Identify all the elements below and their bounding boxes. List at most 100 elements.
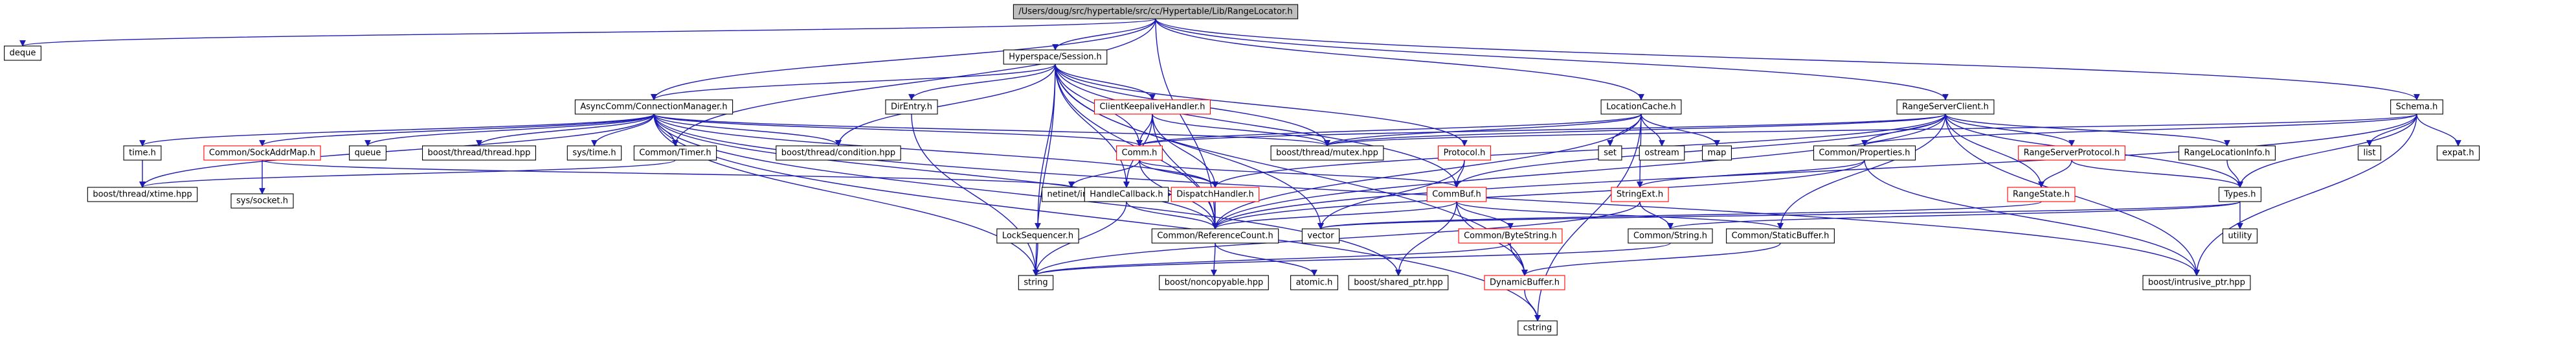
node-list[interactable]: list xyxy=(2357,145,2382,161)
node-box-vector xyxy=(1301,228,1340,244)
node-box-atomic xyxy=(1290,275,1338,290)
node-deque[interactable]: deque xyxy=(4,45,41,61)
edge-connmgr-to-time_h xyxy=(139,113,655,146)
node-ostream[interactable]: ostream xyxy=(1639,145,1685,161)
edge-keepalive-to-mutex xyxy=(1152,113,1330,146)
edge-rangeserverclient-to-mutex xyxy=(1324,113,1946,146)
node-box-list xyxy=(2357,145,2382,161)
node-label-noncopyable: boost/noncopyable.hpp xyxy=(1165,278,1264,288)
node-string[interactable]: string xyxy=(1018,275,1054,290)
node-box-staticbuf xyxy=(1726,228,1835,244)
node-noncopyable[interactable]: boost/noncopyable.hpp xyxy=(1159,275,1269,290)
node-label-expat: expat.h xyxy=(2442,148,2474,158)
node-intrusive[interactable]: boost/intrusive_ptr.hpp xyxy=(2142,275,2251,290)
edge-rsprotocol-to-types xyxy=(2071,159,2243,188)
node-box-expat xyxy=(2436,145,2480,161)
node-label-commbuf: CommBuf.h xyxy=(1432,190,1481,200)
node-set[interactable]: set xyxy=(1598,145,1622,161)
node-box-sharedptr xyxy=(1348,275,1449,290)
node-xtime[interactable]: boost/thread/xtime.hpp xyxy=(87,187,198,202)
node-stringext[interactable]: StringExt.h xyxy=(1611,187,1669,202)
edge-session-to-handlecb xyxy=(1055,64,1130,188)
node-handlecb[interactable]: HandleCallback.h xyxy=(1084,187,1169,202)
node-schema[interactable]: Schema.h xyxy=(2390,99,2443,115)
node-map[interactable]: map xyxy=(1702,145,1732,161)
edge-rangeserverclient-to-rangelocinfo xyxy=(1945,113,2230,146)
node-root[interactable]: /Users/doug/src/hypertable/src/cc/Hypert… xyxy=(1013,4,1299,19)
node-commonstring[interactable]: Common/String.h xyxy=(1628,228,1713,244)
node-mutex[interactable]: boost/thread/mutex.hpp xyxy=(1270,145,1384,161)
node-cstring[interactable]: cstring xyxy=(1518,320,1558,336)
node-label-atomic: atomic.h xyxy=(1296,278,1333,288)
node-sharedptr[interactable]: boost/shared_ptr.hpp xyxy=(1348,275,1449,290)
node-box-connmgr xyxy=(574,99,734,115)
edge-commbuf-to-staticbuf xyxy=(1456,201,1784,229)
edge-protocol-to-vector xyxy=(1317,159,1465,229)
node-dispatch[interactable]: DispatchHandler.h xyxy=(1170,187,1260,202)
edge-connmgr-to-mutex xyxy=(653,113,1330,146)
node-label-session: Hyperspace/Session.h xyxy=(1009,53,1102,62)
node-sockaddrmap[interactable]: Common/SockAddrMap.h xyxy=(203,145,321,161)
node-label-socket: sys/socket.h xyxy=(236,196,288,206)
edge-keepalive-to-dispatch xyxy=(1152,113,1218,188)
edge-connmgr-to-condition xyxy=(653,113,842,146)
node-queue[interactable]: queue xyxy=(349,145,386,161)
edge-properties-to-refcount xyxy=(1212,159,1865,229)
node-label-dynbuf: DynamicBuffer.h xyxy=(1490,278,1560,288)
node-box-threadhpp xyxy=(422,145,536,161)
node-direntry[interactable]: DirEntry.h xyxy=(885,99,938,115)
edge-rangeserverclient-to-rangestate xyxy=(1945,113,2044,188)
node-systime[interactable]: sys/time.h xyxy=(566,145,622,161)
edge-direntry-to-string xyxy=(911,113,1039,276)
node-threadhpp[interactable]: boost/thread/thread.hpp xyxy=(422,145,536,161)
node-utility[interactable]: utility xyxy=(2222,228,2258,244)
node-dynbuf[interactable]: DynamicBuffer.h xyxy=(1484,275,1565,290)
edge-connmgr-to-threadhpp xyxy=(476,113,655,146)
node-time_h[interactable]: time.h xyxy=(123,145,162,161)
node-vector[interactable]: vector xyxy=(1301,228,1340,244)
edge-root-to-schema xyxy=(1155,18,2420,100)
node-rangelocinfo[interactable]: RangeLocationInfo.h xyxy=(2178,145,2276,161)
node-label-vector: vector xyxy=(1307,231,1334,241)
node-rangeserverclient[interactable]: RangeServerClient.h xyxy=(1896,99,1995,115)
node-socket[interactable]: sys/socket.h xyxy=(230,193,294,209)
node-connmgr[interactable]: AsyncComm/ConnectionManager.h xyxy=(574,99,734,115)
node-locksequencer[interactable]: LockSequencer.h xyxy=(996,228,1079,244)
node-condition[interactable]: boost/thread/condition.hpp xyxy=(776,145,901,161)
node-label-rsprotocol: RangeServerProtocol.h xyxy=(2024,148,2120,158)
edge-dynbuf-to-cstring xyxy=(1524,289,1541,322)
node-box-intrusive xyxy=(2142,275,2251,290)
node-label-locationcache: LocationCache.h xyxy=(1606,102,1676,112)
node-box-locksequencer xyxy=(996,228,1079,244)
edge-locationcache-to-mutex xyxy=(1324,113,1642,146)
node-label-types: Types.h xyxy=(2223,190,2256,200)
node-rangestate[interactable]: RangeState.h xyxy=(2007,187,2076,202)
node-box-commbuf xyxy=(1426,187,1487,202)
edge-connmgr-to-sockaddrmap xyxy=(259,113,655,146)
node-properties[interactable]: Common/Properties.h xyxy=(1813,145,1916,161)
node-atomic[interactable]: atomic.h xyxy=(1290,275,1338,290)
node-label-connmgr: AsyncComm/ConnectionManager.h xyxy=(580,102,727,112)
node-commbuf[interactable]: CommBuf.h xyxy=(1426,187,1487,202)
node-box-dynbuf xyxy=(1484,275,1565,290)
node-refcount[interactable]: Common/ReferenceCount.h xyxy=(1151,228,1279,244)
node-keepalive[interactable]: ClientKeepaliveHandler.h xyxy=(1093,99,1211,115)
edge-schema-to-types xyxy=(2237,113,2417,188)
edge-rangeserverclient-to-refcount xyxy=(1212,113,1946,229)
node-session[interactable]: Hyperspace/Session.h xyxy=(1003,49,1108,65)
node-locationcache[interactable]: LocationCache.h xyxy=(1600,99,1682,115)
edge-connmgr-to-string xyxy=(653,113,1039,276)
edge-rsprotocol-to-rangestate xyxy=(2038,159,2072,188)
node-staticbuf[interactable]: Common/StaticBuffer.h xyxy=(1726,228,1835,244)
node-rsprotocol[interactable]: RangeServerProtocol.h xyxy=(2018,145,2125,161)
node-label-handlecb: HandleCallback.h xyxy=(1090,190,1163,200)
node-comm[interactable]: Comm.h xyxy=(1116,145,1163,161)
node-box-commonstring xyxy=(1628,228,1713,244)
node-expat[interactable]: expat.h xyxy=(2436,145,2480,161)
node-timer[interactable]: Common/Timer.h xyxy=(633,145,717,161)
node-types[interactable]: Types.h xyxy=(2218,187,2262,202)
node-bytestring[interactable]: Common/ByteString.h xyxy=(1458,228,1563,244)
node-protocol[interactable]: Protocol.h xyxy=(1438,145,1491,161)
node-label-direntry: DirEntry.h xyxy=(891,102,932,112)
edge-refcount-to-noncopyable xyxy=(1211,242,1217,276)
